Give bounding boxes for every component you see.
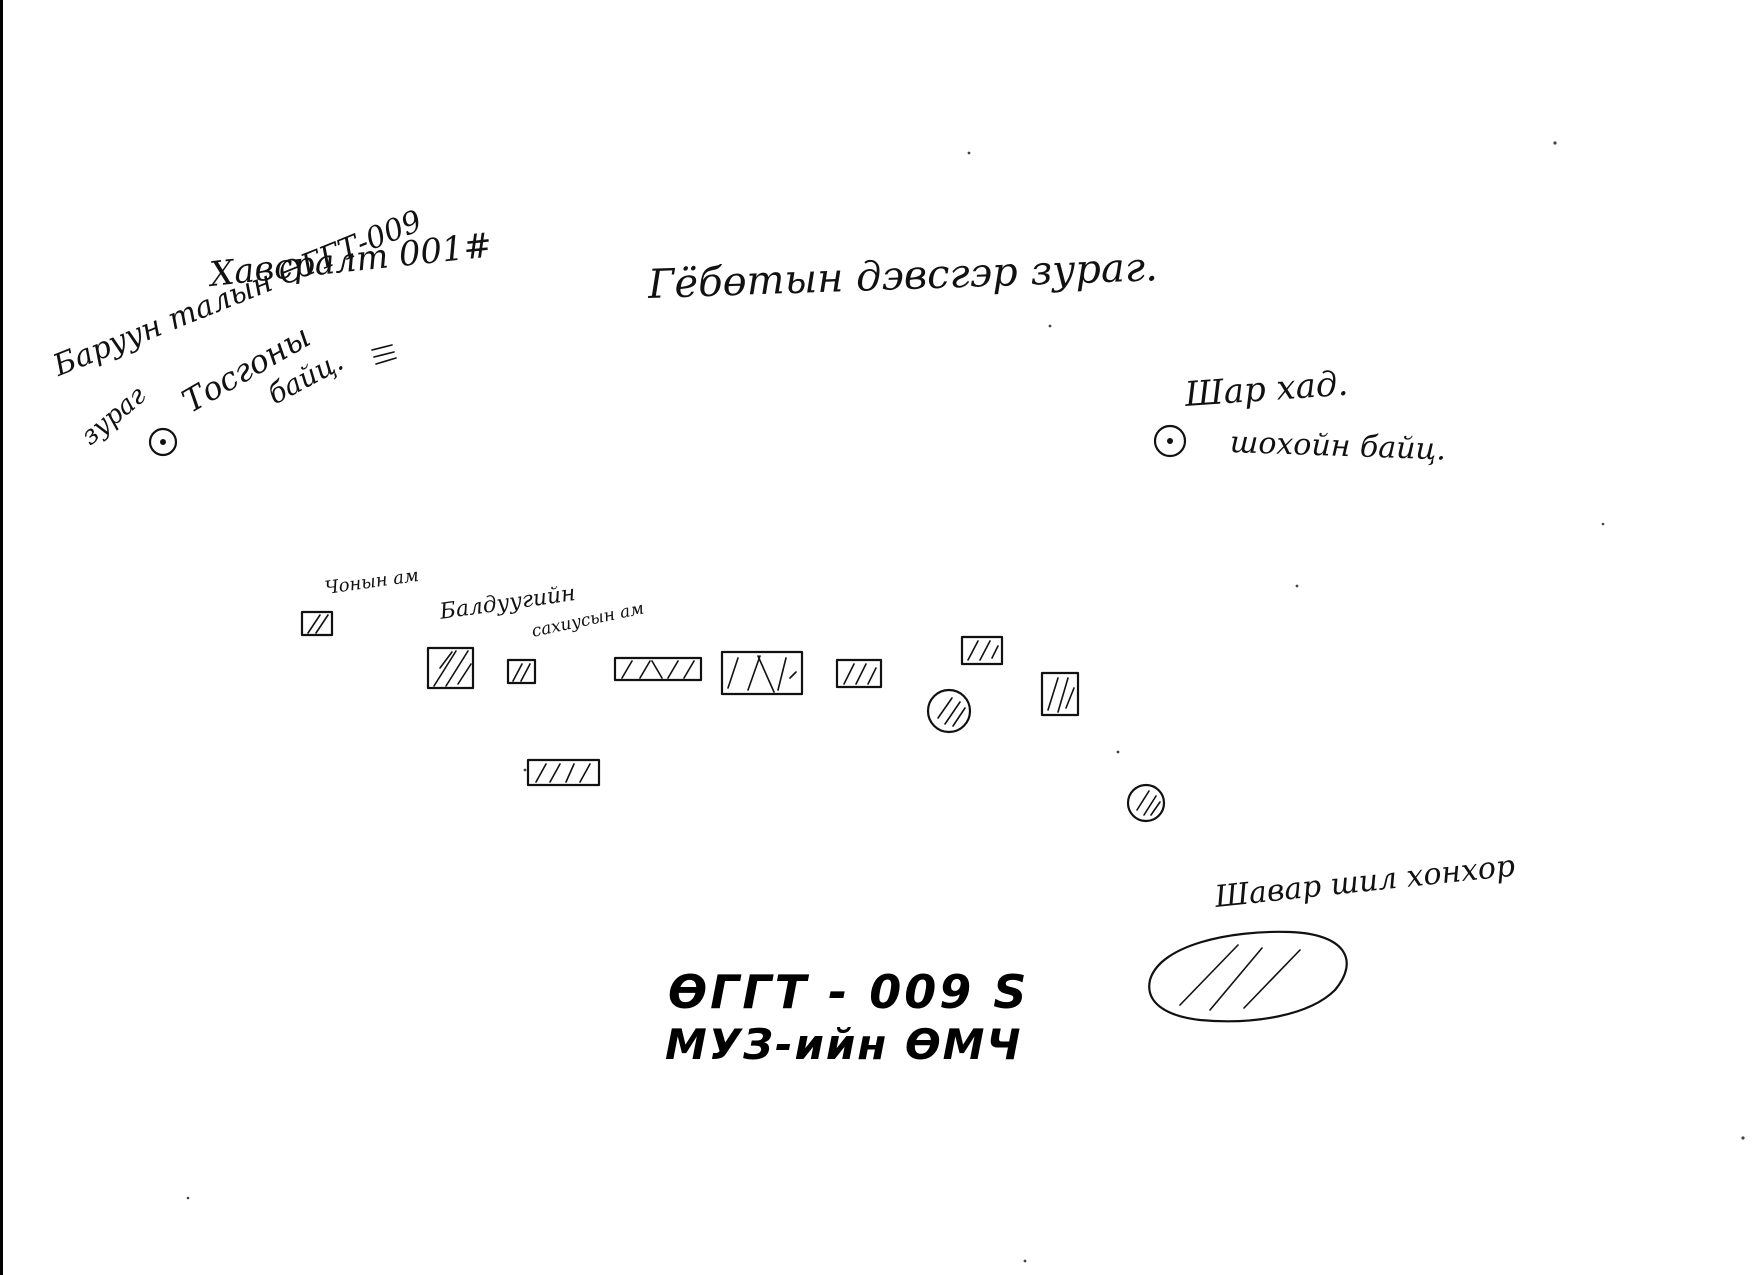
stamp-line1: ӨГГТ - 009 S (668, 965, 1030, 1019)
stamp-line2: МУЗ-ийн ӨМЧ (665, 1020, 1023, 1069)
scan-specks (186, 141, 1745, 1263)
hatched-square-6 (835, 658, 883, 689)
tick-mark (371, 344, 397, 365)
hatched-circle-2 (1126, 783, 1166, 823)
left-dot-marker (148, 427, 178, 457)
hatched-blob (1148, 930, 1348, 1023)
hatched-square-2 (426, 646, 475, 690)
right-dot-marker (1153, 424, 1187, 458)
hatched-square-8 (1040, 671, 1080, 717)
hatched-square-7 (960, 635, 1004, 666)
hatched-rect-9 (526, 758, 601, 787)
hatched-square-3 (506, 658, 537, 685)
hatched-rect-5 (720, 650, 804, 696)
hatched-rect-4 (613, 656, 703, 682)
hatched-square-1 (300, 610, 334, 637)
scan-left-edge (0, 0, 3, 1275)
hatched-circle-1 (926, 688, 972, 734)
